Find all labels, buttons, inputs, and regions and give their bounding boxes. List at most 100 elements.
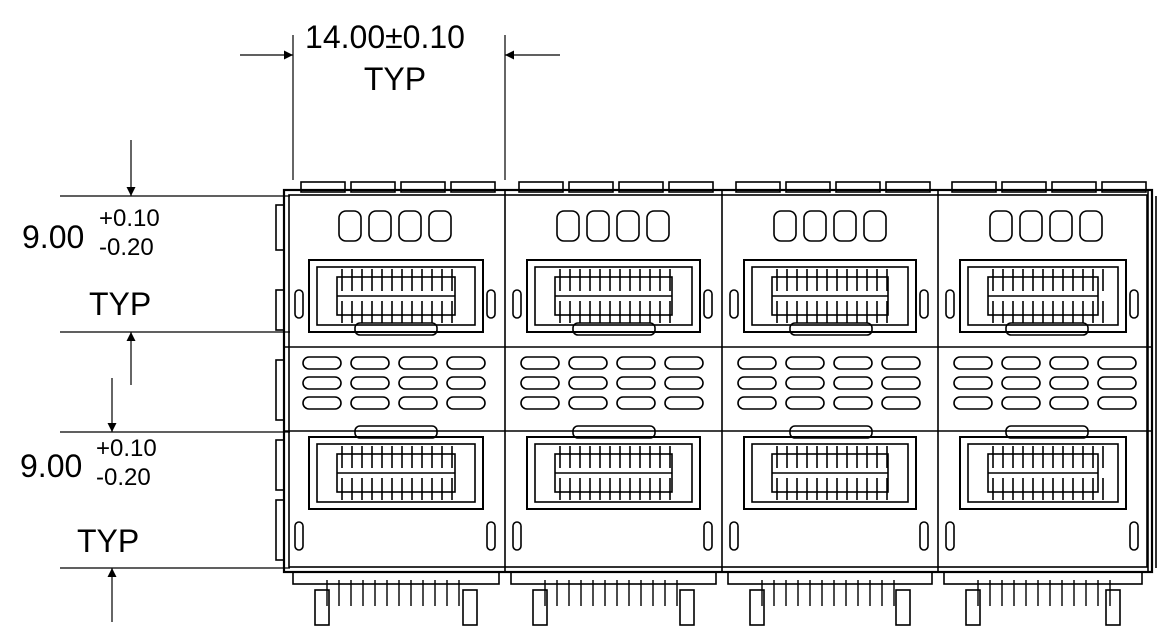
board-post xyxy=(1105,589,1121,626)
top-spring-finger xyxy=(568,181,614,193)
side-oval xyxy=(294,289,304,319)
top-spring-finger xyxy=(668,181,714,193)
belly-vent-slot xyxy=(350,356,390,370)
dimension-lower-height: 9.00 +0.10 -0.20 TYP xyxy=(20,378,290,622)
dimension-upper-height: 9.00 +0.10 -0.20 TYP xyxy=(22,140,290,385)
belly-vent-slot xyxy=(737,356,777,370)
vent-hole xyxy=(1019,210,1043,242)
latch-tab xyxy=(354,425,438,439)
belly-vent-slot xyxy=(833,376,873,390)
lower-height-tol-plus: +0.10 xyxy=(96,435,157,462)
port-opening xyxy=(308,436,484,510)
belly-vent-slot xyxy=(953,376,993,390)
port-inner xyxy=(751,443,909,503)
belly-vent-slot xyxy=(664,376,704,390)
lower-height-nominal: 9.00 xyxy=(20,448,82,484)
upper-height-label: TYP xyxy=(89,286,151,322)
top-spring-finger xyxy=(350,181,396,193)
vent-hole xyxy=(398,210,422,242)
belly-vent-slot xyxy=(302,376,342,390)
belly-vent-slot xyxy=(520,396,560,410)
top-spring-finger xyxy=(885,181,931,193)
latch-tab xyxy=(572,322,656,336)
belly-vent-slot xyxy=(785,396,825,410)
belly-vent-slot xyxy=(953,356,993,370)
board-post xyxy=(679,589,695,626)
side-oval xyxy=(945,521,955,551)
top-spring-finger xyxy=(518,181,564,193)
board-post xyxy=(749,589,765,626)
latch-tab xyxy=(1005,425,1089,439)
upper-port xyxy=(526,259,701,333)
belly-vent-slot xyxy=(1049,356,1089,370)
side-oval xyxy=(512,521,522,551)
top-spring-finger xyxy=(1001,181,1047,193)
port-inner xyxy=(316,443,476,503)
belly-vent-slot xyxy=(568,376,608,390)
top-spring-finger xyxy=(400,181,446,193)
belly-vent-slot xyxy=(737,376,777,390)
port-column-2 xyxy=(510,181,723,626)
width-dimension-label: TYP xyxy=(364,61,426,97)
bottom-flange xyxy=(727,571,933,585)
port-inner xyxy=(534,443,693,503)
vent-hole xyxy=(833,210,857,242)
top-spring-finger xyxy=(951,181,997,193)
vent-hole xyxy=(1049,210,1073,242)
left-side-tab-0 xyxy=(275,204,285,251)
top-spring-finger xyxy=(785,181,831,193)
vent-hole xyxy=(803,210,827,242)
lower-port xyxy=(959,436,1127,510)
cage-outer-frame xyxy=(282,188,1154,574)
belly-vent-slot xyxy=(1097,396,1137,410)
top-spring-finger xyxy=(618,181,664,193)
port-opening xyxy=(308,259,484,333)
dimension-width: 14.00±0.10 TYP xyxy=(240,19,560,180)
lower-port xyxy=(526,436,701,510)
side-oval xyxy=(294,521,304,551)
belly-vent-slot xyxy=(953,396,993,410)
upper-height-tol-plus: +0.10 xyxy=(99,205,160,232)
upper-port xyxy=(743,259,917,333)
side-oval xyxy=(703,521,713,551)
side-oval xyxy=(1129,289,1139,319)
top-spring-finger xyxy=(735,181,781,193)
belly-vent-slot xyxy=(833,356,873,370)
port-inner xyxy=(967,266,1119,326)
port-opening xyxy=(743,259,917,333)
port-inner xyxy=(967,443,1119,503)
vent-hole xyxy=(989,210,1013,242)
vent-hole xyxy=(616,210,640,242)
belly-vent-slot xyxy=(446,396,486,410)
belly-vent-slot xyxy=(398,356,438,370)
vent-hole xyxy=(586,210,610,242)
belly-vent-slot xyxy=(1001,396,1041,410)
belly-vent-slot xyxy=(664,396,704,410)
top-spring-finger xyxy=(300,181,346,193)
belly-vent-slot xyxy=(568,396,608,410)
port-column-3 xyxy=(727,181,939,626)
board-post xyxy=(462,589,478,626)
width-dimension-value: 14.00±0.10 xyxy=(305,19,465,55)
upper-port xyxy=(308,259,484,333)
left-side-tab-4 xyxy=(275,499,285,561)
side-oval xyxy=(919,521,929,551)
vent-hole xyxy=(1079,210,1103,242)
cage-inner-frame xyxy=(288,194,1148,568)
board-post xyxy=(314,589,330,626)
side-oval xyxy=(945,289,955,319)
belly-vent-slot xyxy=(446,376,486,390)
belly-vent-slot xyxy=(616,396,656,410)
belly-vent-slot xyxy=(398,376,438,390)
belly-vent-slot xyxy=(785,376,825,390)
belly-vent-slot xyxy=(350,396,390,410)
vent-hole xyxy=(863,210,887,242)
side-oval xyxy=(1129,521,1139,551)
latch-tab xyxy=(1005,322,1089,336)
belly-vent-slot xyxy=(881,356,921,370)
top-spring-finger xyxy=(1051,181,1097,193)
port-opening xyxy=(526,259,701,333)
belly-vent-slot xyxy=(520,356,560,370)
bottom-flange xyxy=(943,571,1143,585)
